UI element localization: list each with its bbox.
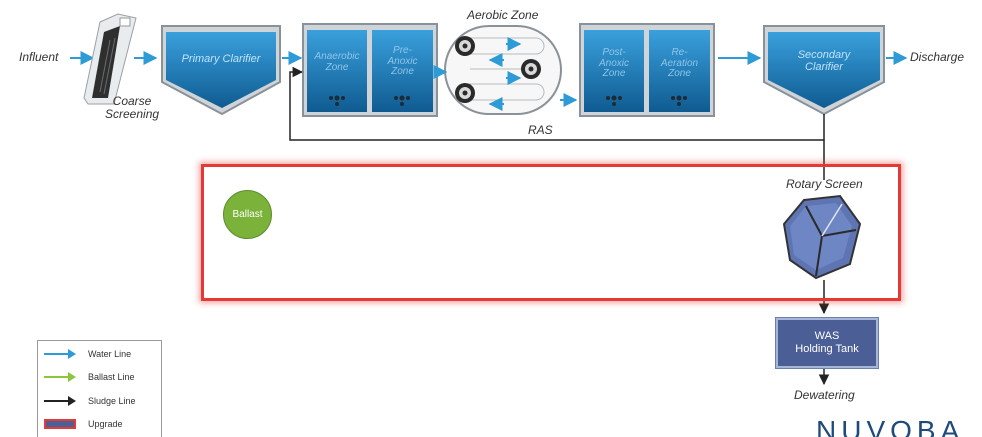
mixer-icon [671, 95, 687, 106]
secondary-clarifier [763, 25, 885, 116]
discharge-label: Discharge [910, 50, 965, 64]
mixer-icon [329, 95, 345, 106]
legend-label: Water Line [88, 349, 132, 359]
was-holding-tank: WAS Holding Tank [776, 318, 878, 368]
aerator-icon [455, 83, 475, 103]
coarse-screening-label: Coarse Screening [105, 94, 160, 122]
aerobic-zone-label: Aerobic Zone [467, 8, 539, 22]
legend-item-sludge: Sludge Line [38, 394, 136, 408]
influent-label: Influent [19, 50, 59, 64]
upgrade-highlight-box [201, 164, 901, 301]
legend-item-ballast: Ballast Line [38, 370, 135, 384]
post-anoxic-zone-label: Post- Anoxic Zone [598, 47, 629, 79]
primary-clarifier-label: Primary Clarifier [181, 53, 261, 65]
dewatering-label: Dewatering [794, 388, 855, 402]
legend-label: Ballast Line [88, 372, 135, 382]
rotary-screen-label: Rotary Screen [786, 177, 863, 191]
ras-label: RAS [528, 123, 553, 137]
aerator-icon [521, 59, 541, 79]
primary-clarifier [161, 25, 281, 116]
legend-label: Upgrade [88, 419, 123, 429]
anoxic-tank-2 [579, 23, 715, 117]
water-line-arrow-icon [44, 349, 76, 359]
ras-line [289, 66, 825, 141]
mixer-icon [394, 95, 410, 106]
mixer-icon [606, 95, 622, 106]
anoxic-tank-1 [302, 23, 438, 117]
was-label-line2: Holding Tank [795, 343, 859, 355]
coarse-screening-device [83, 13, 137, 105]
ballast-line-arrow-icon [44, 372, 76, 382]
company-logo: NUVOBA [816, 415, 965, 437]
legend: Water Line Ballast Line Sludge Line Upgr… [37, 340, 162, 437]
legend-item-water: Water Line [38, 347, 131, 361]
re-aeration-zone-label: Re- Aeration Zone [660, 47, 699, 79]
rotary-screen-icon [782, 194, 862, 280]
secondary-clarifier-label: Secondary Clarifier [797, 49, 851, 74]
ballast-label: Ballast [232, 209, 263, 220]
ballast-node: Ballast [223, 190, 272, 239]
pre-anoxic-zone-label: Pre- Anoxic Zone [387, 45, 418, 77]
sludge-line-arrow-icon [44, 396, 76, 406]
was-label-line1: WAS [814, 330, 840, 343]
legend-item-upgrade: Upgrade [38, 417, 123, 431]
aerator-icon [455, 36, 475, 56]
legend-label: Sludge Line [88, 396, 136, 406]
anaerobic-zone-label: Anaerobic Zone [314, 51, 360, 73]
upgrade-box-icon [44, 419, 76, 429]
